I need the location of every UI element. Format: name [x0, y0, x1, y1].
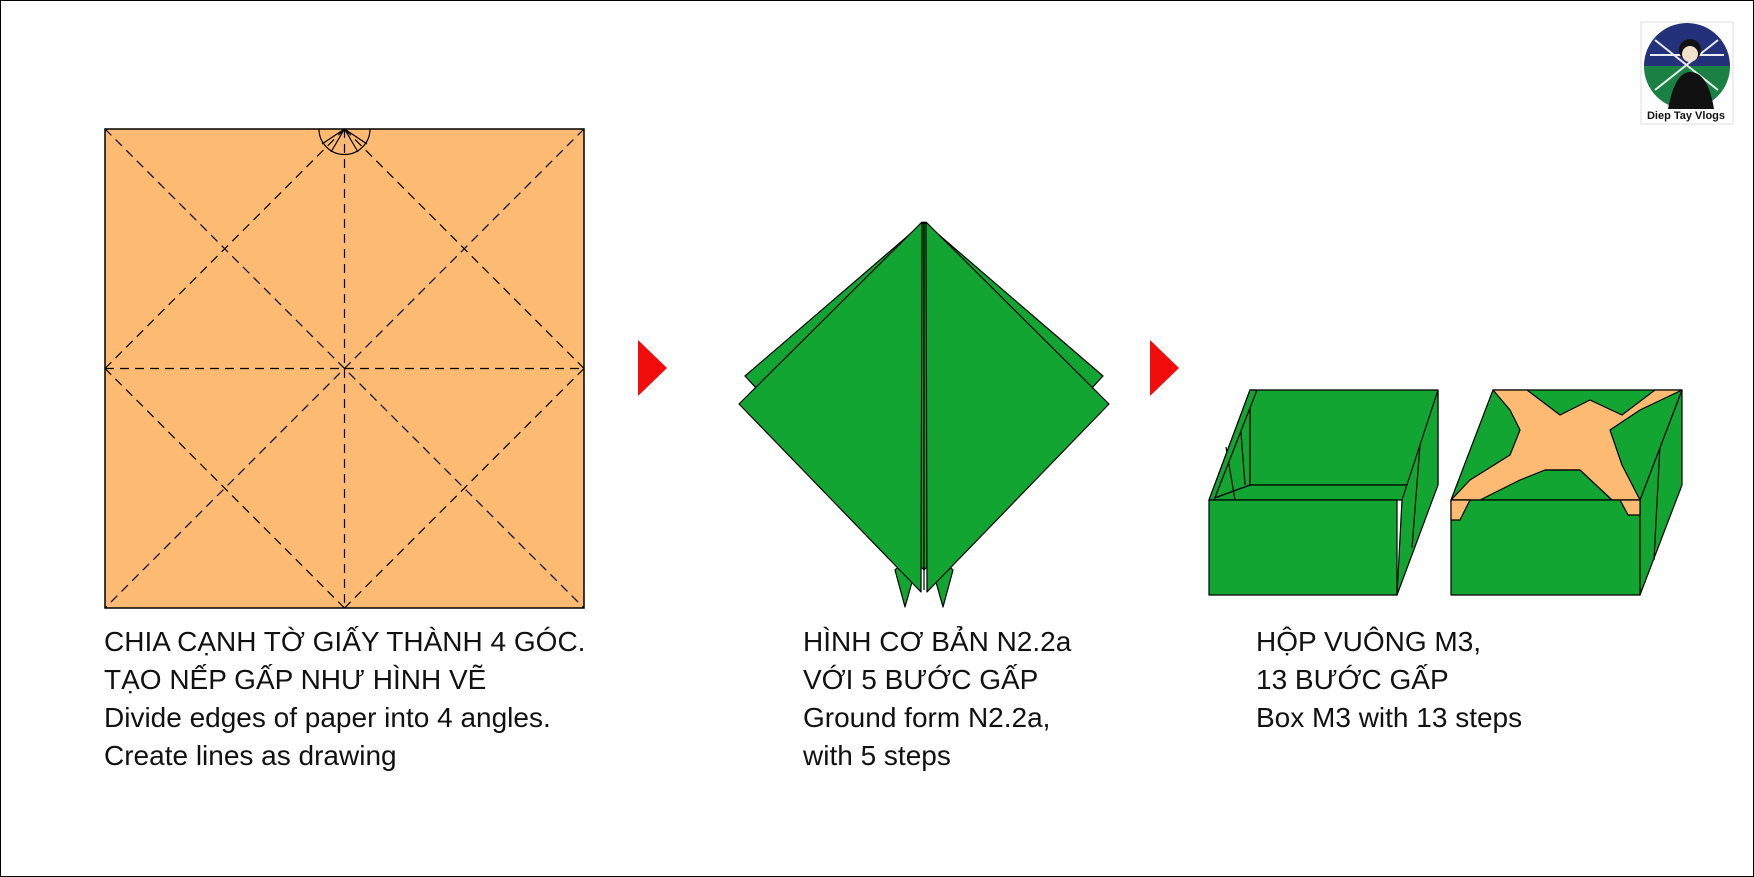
step1-caption: CHIA CẠNH TỜ GIẤY THÀNH 4 GÓC. TẠO NẾP G…	[104, 623, 585, 775]
step1-caption-en-line1: Divide edges of paper into 4 angles.	[104, 702, 551, 733]
step3-caption: HỘP VUÔNG M3, 13 BƯỚC GẤP Box M3 with 13…	[1256, 623, 1522, 737]
crease-pattern-square	[104, 128, 585, 609]
step2-caption-en-line1: Ground form N2.2a,	[803, 702, 1051, 733]
step3-caption-vi-line1: HỘP VUÔNG M3,	[1256, 626, 1482, 657]
open-box-figure	[1208, 389, 1439, 596]
angle-division-mark	[318, 128, 371, 156]
closed-box-figure	[1450, 389, 1683, 596]
step1-caption-en-line2: Create lines as drawing	[104, 740, 397, 771]
step2-caption-vi-line1: HÌNH CƠ BẢN N2.2a	[803, 626, 1072, 657]
step2-caption: HÌNH CƠ BẢN N2.2a VỚI 5 BƯỚC GẤP Ground …	[803, 623, 1071, 775]
channel-logo	[1640, 21, 1734, 125]
step1-caption-vi-line1: CHIA CẠNH TỜ GIẤY THÀNH 4 GÓC.	[104, 626, 586, 657]
step3-caption-vi-line2: 13 BƯỚC GẤP	[1256, 664, 1449, 695]
step2-caption-en-line2: with 5 steps	[803, 740, 951, 771]
logo-label: Diep Tay Vlogs	[1646, 110, 1726, 122]
arrow-right-icon	[1150, 340, 1179, 396]
arrow-right-icon	[638, 340, 667, 396]
step2-caption-vi-line2: VỚI 5 BƯỚC GẤP	[803, 664, 1039, 695]
step1-caption-vi-line2: TẠO NẾP GẤP NHƯ HÌNH VẼ	[104, 664, 487, 695]
step3-caption-en-line1: Box M3 with 13 steps	[1256, 702, 1523, 733]
ground-form-figure	[738, 221, 1110, 608]
